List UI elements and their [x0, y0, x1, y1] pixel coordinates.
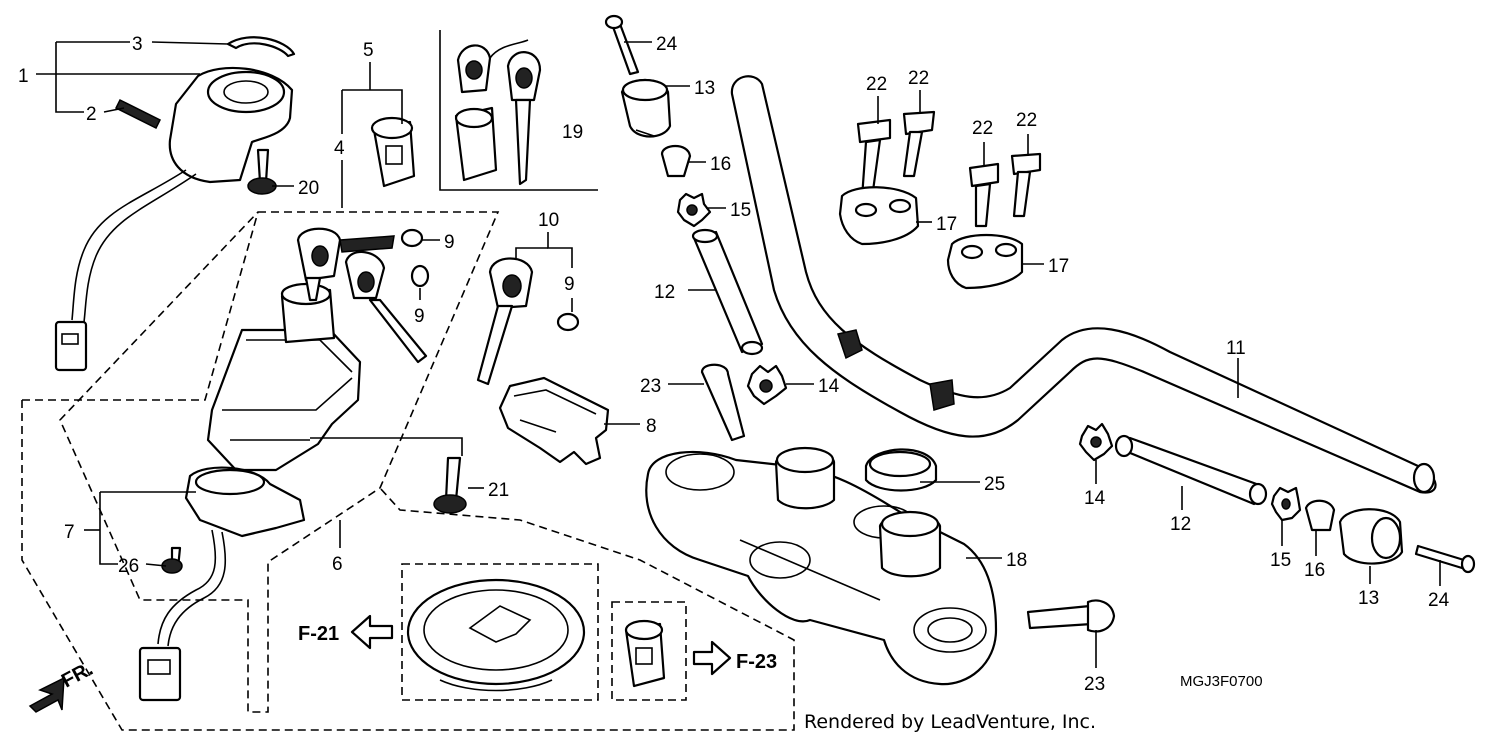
callout-22c: 22 [972, 118, 993, 139]
screw-24a [604, 14, 640, 76]
callout-5: 5 [363, 40, 374, 61]
callout-16b: 16 [1304, 560, 1325, 581]
bolt-23b [1026, 599, 1116, 633]
collar-16b [1304, 499, 1336, 532]
steering-stem-nut-25 [864, 448, 938, 492]
seat-lock-cylinder [370, 116, 416, 188]
callout-13a: 13 [694, 78, 715, 99]
washer-9a [400, 228, 424, 248]
key-set-box [439, 30, 598, 191]
screw-26 [161, 546, 183, 574]
spare-key [476, 257, 534, 386]
callout-22d: 22 [1016, 110, 1037, 131]
callout-21: 21 [488, 480, 509, 501]
callout-22a: 22 [866, 74, 887, 95]
callout-8: 8 [646, 416, 657, 437]
callout-24a: 24 [656, 34, 678, 55]
callout-23b: 23 [1084, 674, 1105, 695]
switch-unit [138, 466, 306, 702]
reference-left: F-21 [298, 623, 339, 645]
callout-20: 20 [298, 178, 319, 199]
callout-1: 1 [18, 66, 29, 87]
callout-18: 18 [1006, 550, 1027, 571]
bracket [498, 376, 610, 466]
collar-16a [660, 144, 692, 178]
callout-9b: 9 [414, 306, 425, 327]
screw-21 [433, 456, 467, 514]
diagram-code: MGJ3F0700 [1180, 673, 1263, 690]
weight-rod-12a [691, 228, 764, 356]
star-washer-14a [746, 364, 788, 406]
callout-11: 11 [1226, 338, 1246, 359]
callout-13b: 13 [1358, 588, 1379, 609]
washer-9b [410, 264, 430, 288]
star-washer-15b [1270, 486, 1302, 522]
callout-22b: 22 [908, 68, 929, 89]
callout-26: 26 [118, 556, 139, 577]
callout-17b: 17 [1048, 256, 1069, 277]
callout-19: 19 [562, 122, 583, 143]
bar-end-weight-13b [1338, 508, 1404, 565]
callout-17a: 17 [936, 214, 957, 235]
callout-7: 7 [64, 522, 75, 543]
handlebar [730, 75, 1437, 494]
fuel-cap [406, 578, 586, 692]
fuel-cap-box [401, 563, 599, 701]
callout-24b: 24 [1428, 590, 1450, 611]
weight-rod-12b [1114, 434, 1268, 506]
callout-9a: 9 [444, 232, 455, 253]
lock-set-boundary [22, 211, 259, 401]
callout-16a: 16 [710, 154, 731, 175]
arrow-right [692, 640, 732, 676]
callout-2: 2 [86, 104, 97, 125]
lock-set-lower-boundary [21, 400, 795, 731]
arrow-left [350, 614, 394, 650]
washer-9c [556, 312, 580, 332]
seat-lock-small [624, 619, 666, 688]
bolt-22b [902, 110, 936, 178]
bar-end-weight-13a [620, 78, 672, 138]
screw-24b [1414, 544, 1476, 574]
reference-right: F-23 [736, 651, 777, 673]
callout-15b: 15 [1270, 550, 1291, 571]
callout-12a: 12 [654, 282, 675, 303]
screw-20 [247, 148, 277, 195]
callout-14b: 14 [1084, 488, 1106, 509]
bolt-22d [1010, 152, 1042, 218]
callout-9c: 9 [564, 274, 575, 295]
handlebar-holder-17b [946, 234, 1024, 290]
callout-23a: 23 [640, 376, 661, 397]
star-washer-15a [676, 192, 712, 228]
callout-6: 6 [332, 554, 343, 575]
bolt-23a [700, 363, 746, 442]
key-set [454, 39, 542, 186]
credit-text: Rendered by LeadVenture, Inc. [804, 711, 1096, 733]
callout-labels: 3 1 2 20 5 4 19 9 9 10 9 21 8 6 7 26 24 … [18, 34, 1450, 695]
ignition-switch-housing [54, 66, 294, 372]
callout-25: 25 [984, 474, 1005, 495]
ignition-lock-body [206, 227, 428, 472]
top-bridge [645, 446, 998, 686]
handlebar-holder-17a [838, 186, 920, 246]
harness-band [114, 98, 162, 130]
star-washer-14b [1078, 422, 1114, 462]
callout-4: 4 [334, 138, 345, 159]
seat-lock-box [611, 601, 687, 701]
callout-14a: 14 [818, 376, 840, 397]
callout-3: 3 [132, 34, 143, 55]
leader-lines [36, 41, 1441, 668]
callout-10: 10 [538, 210, 559, 231]
bolt-22c [968, 162, 1000, 228]
callout-15a: 15 [730, 200, 751, 221]
front-direction-arrow [28, 676, 65, 713]
clip-ring [226, 36, 296, 58]
callout-12b: 12 [1170, 514, 1191, 535]
